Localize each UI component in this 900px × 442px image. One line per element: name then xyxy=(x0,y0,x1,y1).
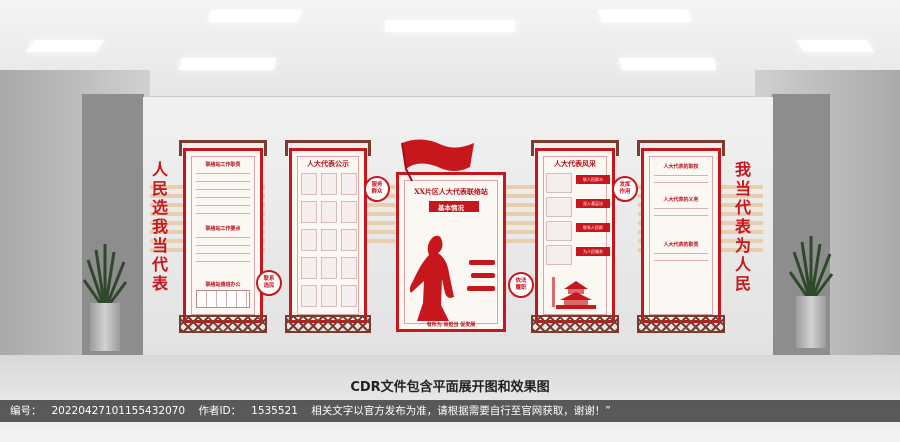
badge-yifa: 依法履职 xyxy=(508,272,534,298)
ceiling-light xyxy=(618,58,717,70)
panel-notice: 人大代表公示 xyxy=(285,140,371,333)
ceiling xyxy=(0,0,900,96)
panel-duties-section3: 联络站值班办公 xyxy=(205,282,241,288)
panel-style: 人大代表风采 联人民群众 深入基层访 联系人民群 为人民服务 xyxy=(531,140,619,333)
slogan-right: 我当代表为人民 xyxy=(734,160,751,293)
caption-main: CDR文件包含平面展开图和效果图 xyxy=(350,380,550,395)
panel-notice-title: 人大代表公示 xyxy=(307,159,349,168)
author-label: 作者ID： xyxy=(198,405,242,417)
rights-item: 人大代表的职责 xyxy=(663,242,699,248)
floor xyxy=(0,355,900,442)
panel-center-subtitle: 基本情况 xyxy=(438,204,464,212)
rights-item: 人大代表的义务 xyxy=(663,197,699,203)
panel-duties-section2: 联络站工作要点 xyxy=(205,226,241,232)
decor-stripes-mid-right xyxy=(505,185,537,255)
panel-center-motto: 有所为 肯担当 促发展 xyxy=(426,322,476,328)
plant-right-graphic xyxy=(788,236,834,302)
badge-fahui: 发挥作用 xyxy=(612,176,638,202)
ceiling-light xyxy=(385,20,515,32)
panel-center: XX片区人大代表联络站 基本情况 有所为 肯担当 促发展 xyxy=(396,172,506,332)
ceiling-light xyxy=(597,10,693,22)
style-item: 深入基层访 xyxy=(576,199,610,208)
panel-center-title: XX片区人大代表联络站 xyxy=(414,187,488,196)
plant-pot-left xyxy=(90,303,120,351)
ceiling-light xyxy=(207,10,303,22)
panel-rights: 人大代表的职权 人大代表的义务 人大代表的职责 xyxy=(637,140,725,333)
slogan-left: 人民选我当代表 xyxy=(151,160,168,293)
caption-info-bar: 编号： 20220427101155432070 作者ID： 1535521 相关文… xyxy=(0,400,900,422)
id-value: 20220427101155432070 xyxy=(51,405,186,417)
style-item: 联系人民群 xyxy=(576,223,610,232)
style-item: 为人民服务 xyxy=(576,247,610,256)
ceiling-light xyxy=(25,40,105,52)
plant-left-graphic xyxy=(82,244,128,310)
figure-silhouette-graphic xyxy=(409,235,454,321)
temple-of-heaven-graphic xyxy=(552,277,596,309)
rights-item: 人大代表的职权 xyxy=(663,164,699,170)
id-label: 编号： xyxy=(10,405,42,417)
plant-pot-right xyxy=(796,296,826,348)
panel-duties: 联络站工作职责 联络站工作要点 联络站值班办公 xyxy=(179,140,267,333)
badge-fuwu: 服务群众 xyxy=(364,176,390,202)
caption-note: 相关文字以官方发布为准，请根据需要自行至官网获取，谢谢！” xyxy=(311,405,611,417)
style-item: 联人民群众 xyxy=(576,175,610,184)
panel-style-title: 人大代表风采 xyxy=(554,159,596,168)
panel-duties-title: 联络站工作职责 xyxy=(205,162,241,168)
ceiling-light xyxy=(178,58,277,70)
author-value: 1535521 xyxy=(251,405,298,417)
red-flag-icon xyxy=(401,139,474,182)
ceiling-light xyxy=(795,40,875,52)
badge-lianxi: 联系选民 xyxy=(256,270,282,296)
